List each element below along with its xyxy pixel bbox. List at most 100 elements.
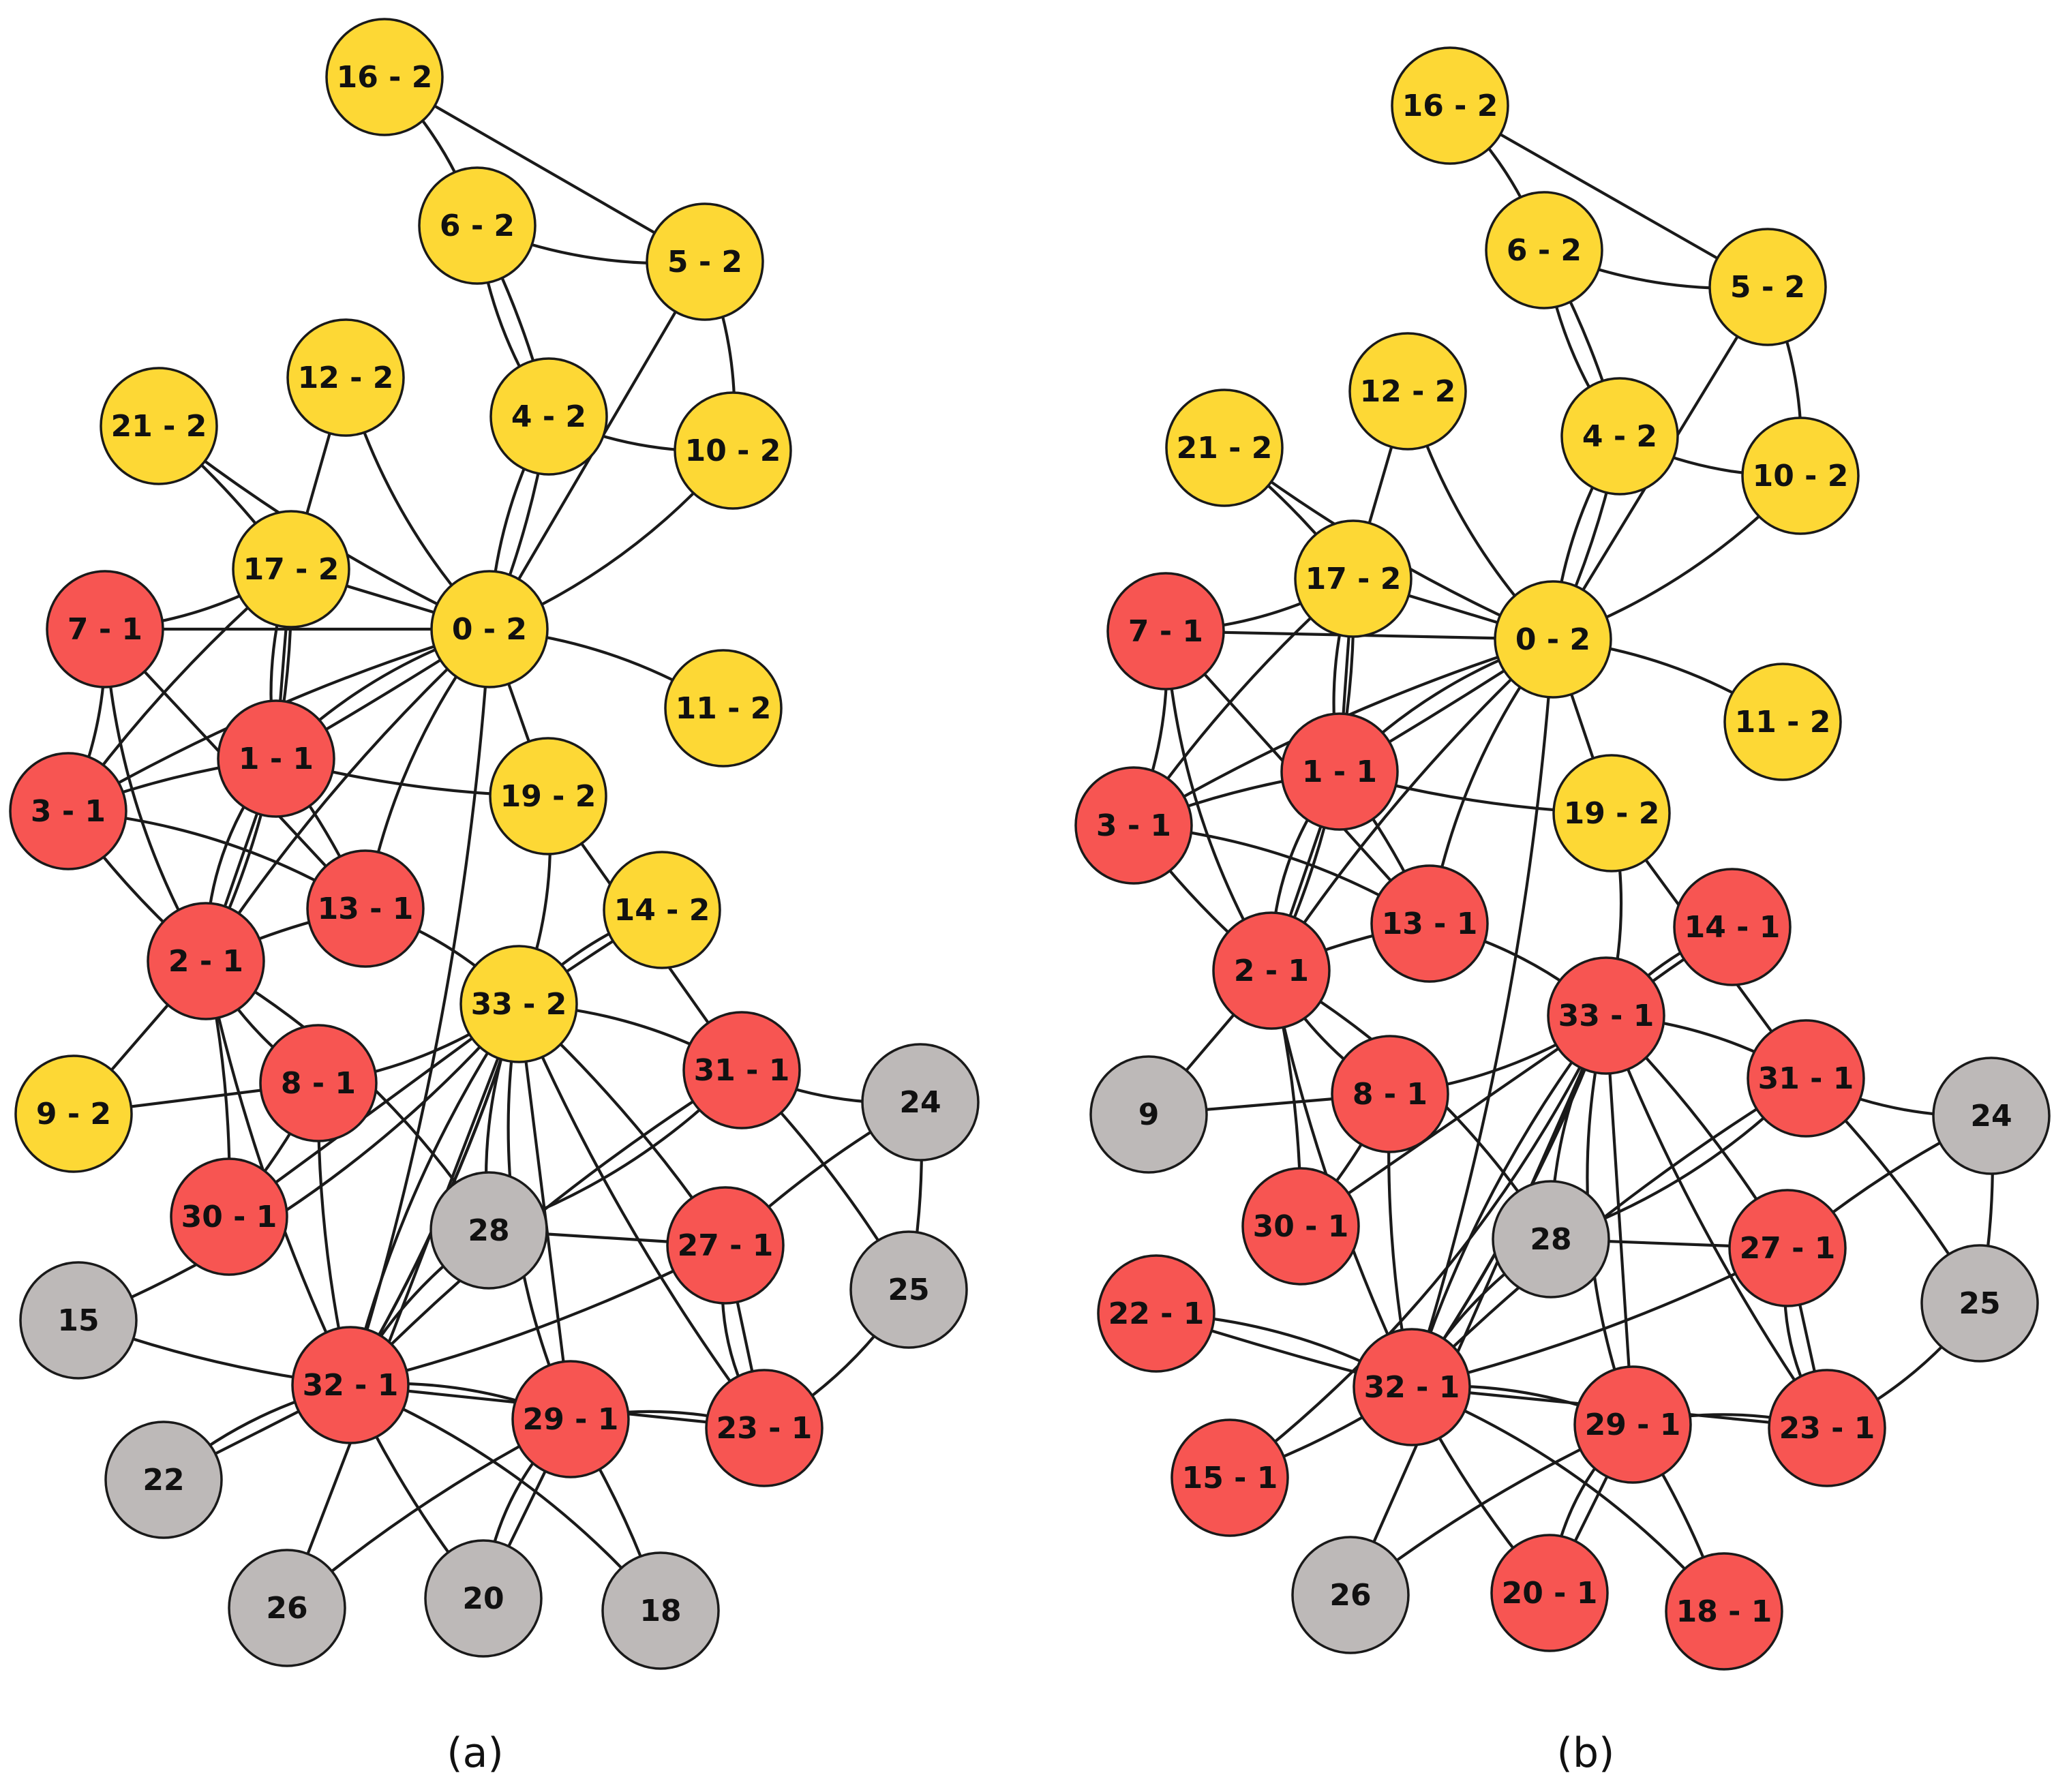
node-10: 10 - 2 [1741, 416, 1860, 535]
node-label-5: 5 - 2 [667, 245, 742, 279]
node-circle-4 [489, 357, 608, 476]
node-circle-18 [1665, 1552, 1783, 1671]
node-label-25: 25 [888, 1273, 929, 1307]
node-circle-26 [228, 1549, 346, 1667]
node-circle-2 [1212, 911, 1331, 1030]
node-27: 27 - 1 [666, 1186, 785, 1305]
node-label-2: 2 - 1 [1234, 954, 1309, 988]
node-circle-2 [147, 902, 265, 1020]
node-label-32: 32 - 1 [1364, 1370, 1460, 1405]
edge-33-26 [1349, 1015, 1607, 1596]
node-13: 13 - 1 [1370, 864, 1489, 983]
node-circle-7 [46, 570, 164, 688]
node-label-28: 28 [1530, 1222, 1571, 1257]
node-circle-16 [325, 18, 444, 136]
node-6: 6 - 2 [418, 166, 537, 285]
caption-panel-a: (a) [447, 1729, 504, 1777]
node-circle-27 [666, 1186, 785, 1305]
node-label-14: 14 - 1 [1685, 910, 1781, 945]
node-32: 32 - 1 [1353, 1328, 1471, 1446]
node-circle-28 [429, 1171, 548, 1290]
node-26: 26 [1291, 1536, 1410, 1654]
node-19: 19 - 2 [1552, 754, 1671, 872]
node-label-25: 25 [1959, 1286, 2000, 1321]
node-16: 16 - 2 [1391, 46, 1509, 165]
node-9: 9 - 2 [14, 1054, 133, 1173]
node-26: 26 [228, 1549, 346, 1667]
edge-0-32 [1410, 639, 1555, 1388]
node-2: 2 - 1 [147, 902, 265, 1020]
node-circle-15 [19, 1261, 138, 1380]
node-19: 19 - 2 [489, 737, 607, 855]
edge-33-23 [1605, 1015, 1828, 1429]
node-circle-17 [1294, 519, 1413, 638]
node-circle-11 [1723, 663, 1842, 781]
edge-33-15 [78, 1003, 520, 1322]
node-label-17: 17 - 2 [243, 552, 339, 587]
node-circle-14 [603, 851, 721, 969]
node-circle-25 [1920, 1244, 2039, 1363]
node-label-0: 0 - 2 [1515, 622, 1590, 657]
node-24: 24 [1932, 1057, 2051, 1175]
node-circle-6 [1485, 191, 1603, 309]
node-circle-21 [100, 367, 218, 485]
node-label-21: 21 - 2 [1177, 431, 1273, 466]
node-5: 5 - 2 [646, 202, 764, 321]
node-1: 1 - 1 [1280, 712, 1399, 831]
node-1: 1 - 1 [217, 699, 335, 818]
node-circle-24 [861, 1043, 980, 1161]
node-0: 0 - 2 [430, 570, 549, 688]
node-circle-1 [1280, 712, 1399, 831]
node-circle-13 [306, 849, 425, 968]
edge-0-2 [205, 628, 491, 962]
node-label-6: 6 - 2 [440, 209, 515, 243]
node-label-15: 15 - 1 [1182, 1461, 1278, 1495]
node-15: 15 [19, 1261, 138, 1380]
node-5: 5 - 2 [1708, 228, 1827, 346]
node-circle-16 [1391, 46, 1509, 165]
node-label-13: 13 - 1 [318, 892, 414, 926]
node-8: 8 - 1 [259, 1024, 378, 1142]
node-14: 14 - 2 [603, 851, 721, 969]
node-label-33: 33 - 1 [1558, 999, 1655, 1033]
node-circle-25 [849, 1230, 968, 1349]
node-label-3: 3 - 1 [1096, 808, 1171, 843]
node-8: 8 - 1 [1331, 1035, 1449, 1153]
node-18: 18 - 1 [1665, 1552, 1783, 1671]
node-28: 28 [1492, 1180, 1610, 1299]
node-22: 22 - 1 [1097, 1254, 1215, 1373]
node-label-12: 12 - 2 [298, 361, 394, 395]
node-circle-29 [1573, 1365, 1692, 1484]
node-label-27: 27 - 1 [1740, 1231, 1836, 1266]
node-label-30: 30 - 1 [1253, 1209, 1349, 1244]
node-circle-30 [170, 1157, 288, 1276]
node-17: 17 - 2 [1294, 519, 1413, 638]
node-label-11: 11 - 2 [1735, 705, 1831, 740]
node-label-31: 31 - 1 [694, 1053, 790, 1088]
node-circle-26 [1291, 1536, 1410, 1654]
node-label-13: 13 - 1 [1382, 907, 1478, 941]
node-label-9: 9 - 2 [36, 1097, 111, 1132]
node-circle-6 [418, 166, 537, 285]
node-circle-30 [1241, 1167, 1360, 1286]
node-label-8: 8 - 1 [1353, 1077, 1428, 1112]
edge-33-32 [1410, 1014, 1607, 1388]
node-label-30: 30 - 1 [181, 1200, 277, 1234]
node-circle-11 [664, 649, 783, 768]
node-label-0: 0 - 2 [452, 612, 527, 647]
node-20: 20 [424, 1539, 543, 1658]
node-circle-12 [1348, 332, 1467, 451]
node-label-17: 17 - 2 [1305, 562, 1402, 596]
node-21: 21 - 2 [1165, 389, 1284, 507]
node-label-1: 1 - 1 [1302, 755, 1377, 789]
node-label-14: 14 - 2 [614, 893, 710, 928]
node-12: 12 - 2 [286, 318, 405, 437]
panel-a: 16 - 26 - 25 - 212 - 24 - 210 - 221 - 21… [9, 18, 980, 1777]
node-circle-19 [489, 737, 607, 855]
node-circle-7 [1106, 572, 1225, 690]
node-label-16: 16 - 2 [1402, 89, 1498, 123]
node-28: 28 [429, 1171, 548, 1290]
node-label-5: 5 - 2 [1730, 270, 1805, 305]
node-circle-19 [1552, 754, 1671, 872]
